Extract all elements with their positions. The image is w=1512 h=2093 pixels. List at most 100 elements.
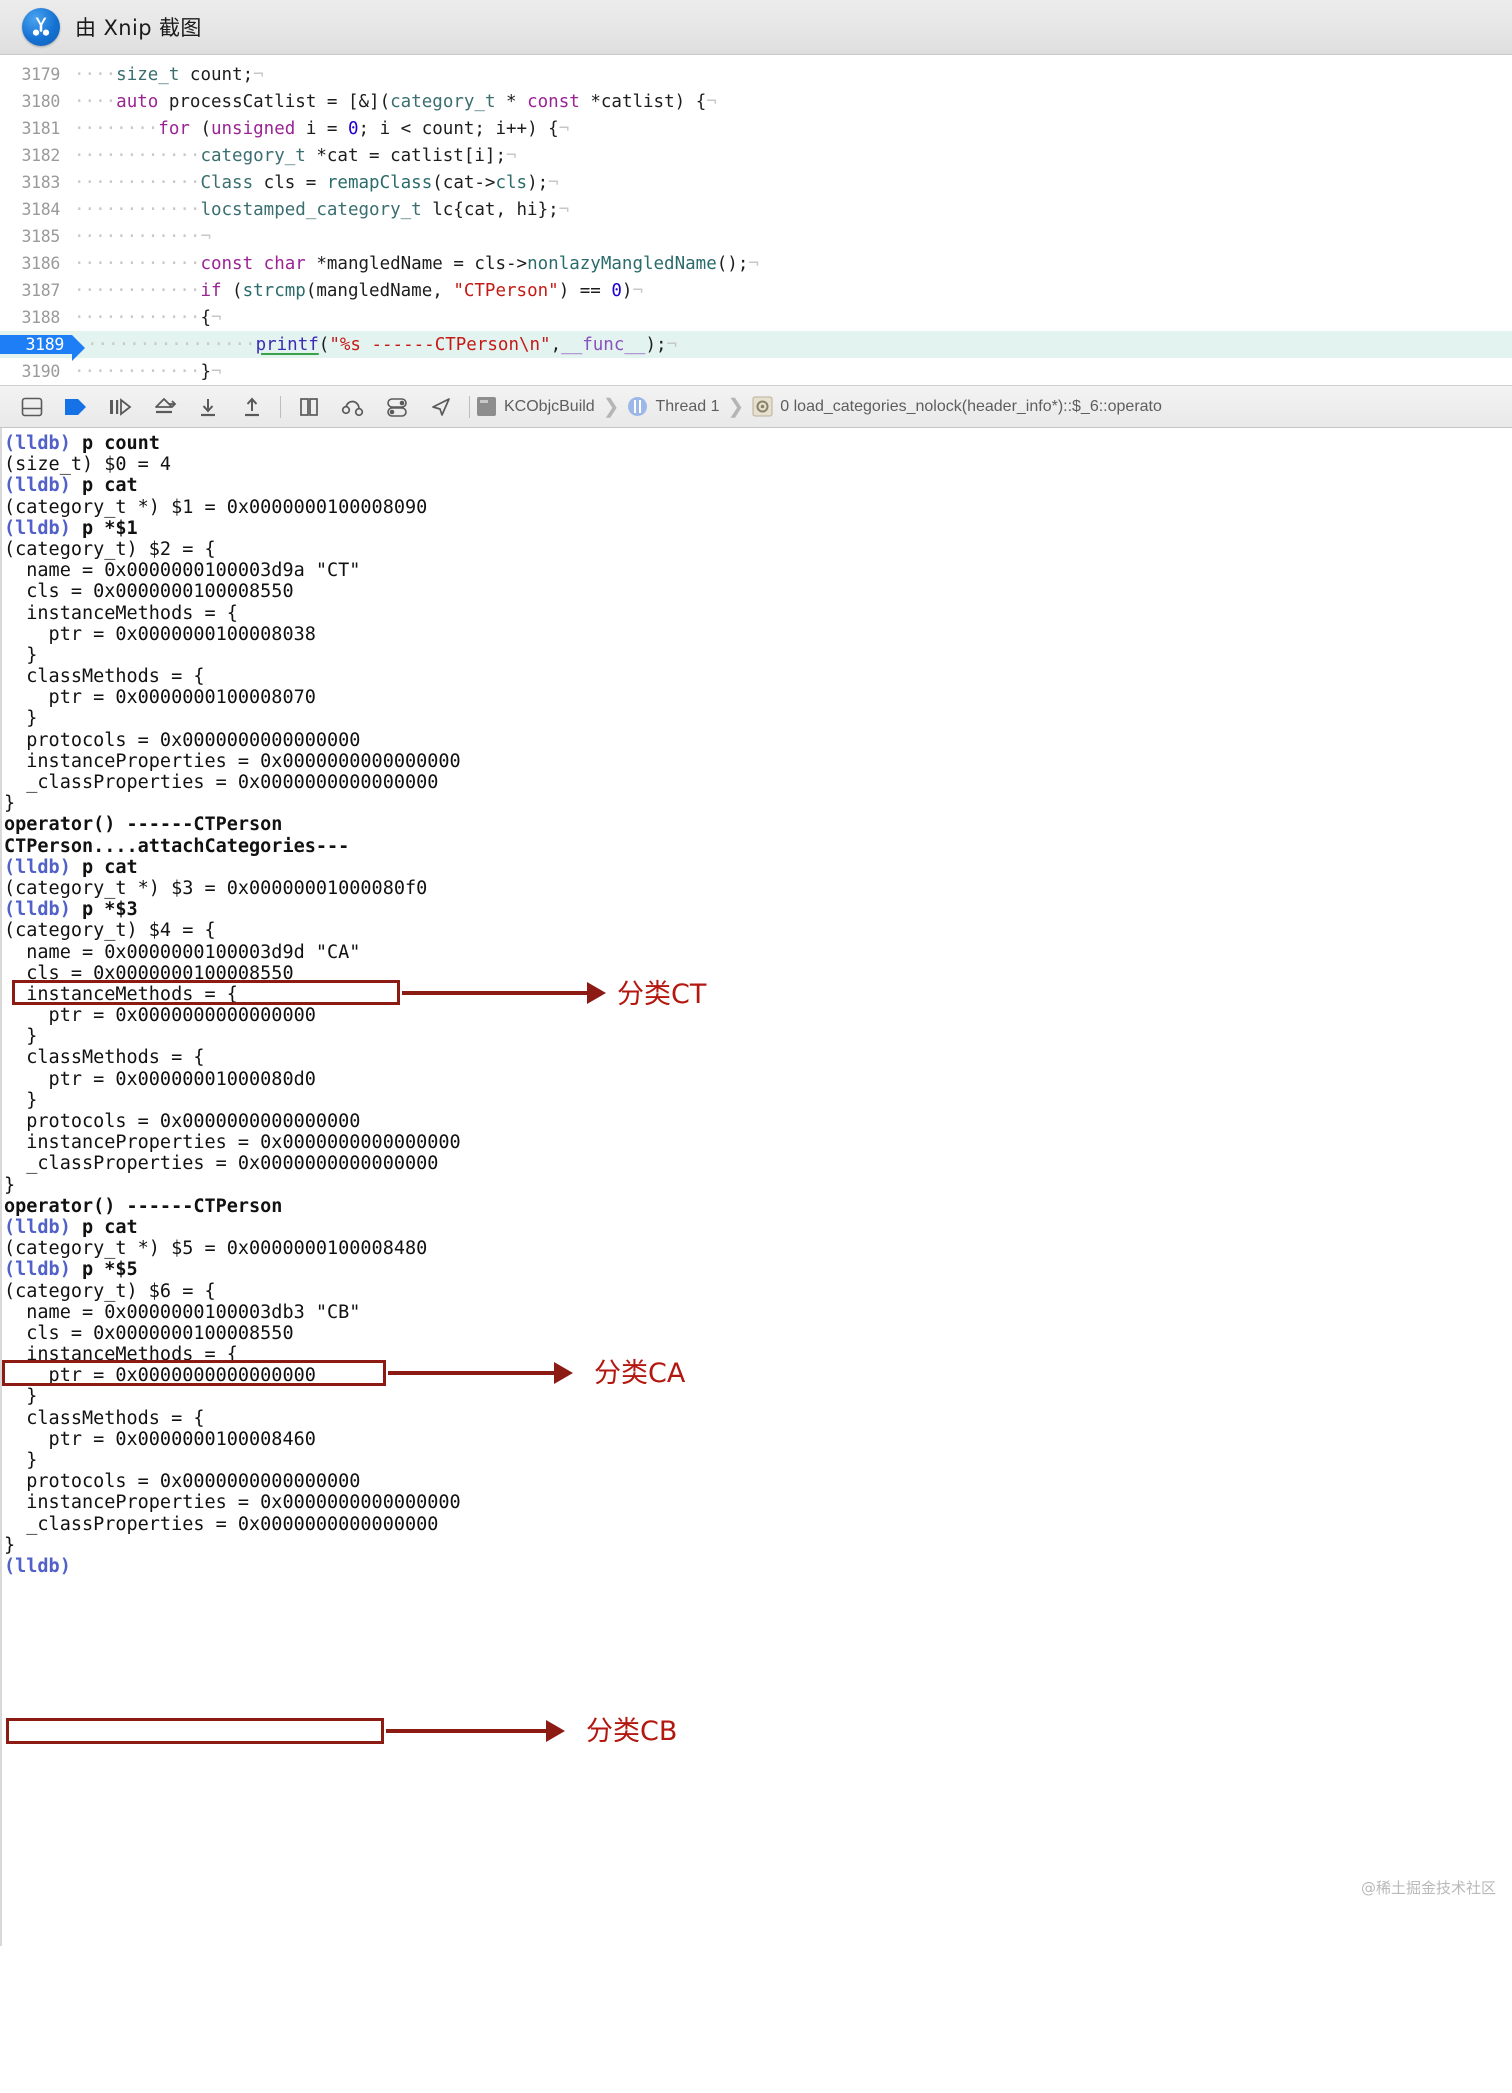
code-line[interactable]: 3190 ············}¬ — [0, 358, 1512, 385]
memory-graph-icon[interactable] — [331, 387, 375, 427]
code-text: ····size_t count;¬ — [74, 64, 264, 85]
debug-breadcrumb[interactable]: KCObjcBuild ❯ Thread 1 ❯ 0 load_categories_n… — [476, 394, 1169, 419]
watermark: @稀土掘金技术社区 — [1360, 1879, 1496, 1897]
step-into-icon[interactable] — [142, 387, 186, 427]
lldb-command: p *$3 — [70, 899, 138, 921]
code-text: ············}¬ — [74, 361, 222, 382]
toggle-switch-icon[interactable] — [375, 387, 419, 427]
code-line[interactable]: 3188············{¬ — [0, 304, 1512, 331]
code-text: ········for (unsigned i = 0; i < count; … — [74, 118, 570, 139]
breadcrumb-label[interactable]: KCObjcBuild — [504, 397, 595, 415]
console-output-line: protocols = 0x0000000000000000 — [4, 729, 361, 751]
console-output-line: ptr = 0x00000001000080d0 — [4, 1068, 316, 1090]
line-number[interactable]: 3185 — [21, 227, 60, 246]
view-hierarchy-icon[interactable] — [287, 387, 331, 427]
console-output-line: (category_t) $2 = { — [4, 538, 216, 560]
lldb-prompt: (lldb) — [4, 899, 71, 921]
lldb-prompt: (lldb) — [4, 475, 71, 497]
step-over-icon[interactable] — [98, 387, 142, 427]
console-output-line: name = 0x0000000100003d9d "CA" — [4, 941, 361, 963]
annotation-label: 分类CB — [586, 1716, 678, 1747]
console-output-line: (category_t *) $3 = 0x00000001000080f0 — [4, 877, 428, 899]
arrow-down-to-bar-icon[interactable] — [186, 387, 230, 427]
breadcrumb-label[interactable]: Thread 1 — [655, 397, 720, 415]
console-output-line: } — [4, 1174, 16, 1196]
console-output-line: CTPerson....attachCategories--- — [4, 835, 350, 857]
line-number[interactable]: 3184 — [21, 200, 60, 219]
lldb-prompt: (lldb) — [4, 1216, 71, 1238]
code-line[interactable]: 3186············const char *mangledName … — [0, 250, 1512, 277]
console-output-line: (category_t *) $1 = 0x0000000100008090 — [4, 496, 428, 518]
line-number[interactable]: 3187 — [21, 281, 60, 300]
console-output-line: operator() ------CTPerson — [4, 1195, 283, 1217]
code-editor[interactable]: 3179 ····size_t count;¬ 3180····auto proce… — [0, 55, 1512, 385]
console-output-line: protocols = 0x0000000000000000 — [4, 1471, 361, 1493]
lldb-prompt: (lldb) — [4, 1259, 71, 1281]
xnip-app-label: 由 Xnip 截图 — [75, 16, 202, 40]
code-text: ················printf("%s ------CTPerso… — [87, 334, 678, 355]
console-output-line: operator() ------CTPerson — [4, 814, 283, 836]
console-output-line: instanceMethods = { — [4, 602, 238, 624]
console-output-line: classMethods = { — [4, 1407, 205, 1429]
console-output-line: (category_t) $4 = { — [4, 920, 216, 942]
code-line-current[interactable]: 3189················printf("%s ------CTP… — [0, 331, 1512, 361]
lldb-command: p *$5 — [70, 1259, 138, 1281]
console-output-line: cls = 0x0000000100008550 — [4, 962, 294, 984]
annotation-arrow-line — [386, 1729, 546, 1733]
stack-frame-icon — [752, 396, 773, 417]
code-line[interactable]: 3179 ····size_t count;¬ — [0, 61, 1512, 88]
line-number[interactable]: 3186 — [21, 254, 60, 273]
console-output-line: instanceProperties = 0x0000000000000000 — [4, 750, 461, 772]
code-line[interactable]: 3184 ············locstamped_category_t lc… — [0, 196, 1512, 223]
code-line[interactable]: 3183 ············Class cls = remapClass(c… — [0, 169, 1512, 196]
annotation-arrow-head-icon — [587, 982, 606, 1004]
annotation-highlight-box — [6, 1718, 384, 1744]
breadcrumb-chevron-icon: ❯ — [727, 396, 745, 418]
console-output-line: (category_t) $6 = { — [4, 1280, 216, 1302]
code-text: ············locstamped_category_t lc{cat… — [74, 199, 570, 220]
line-number[interactable]: 3188 — [21, 308, 60, 327]
lldb-prompt: (lldb) — [4, 433, 71, 454]
code-text: ············if (strcmp(mangledName, "CTP… — [74, 280, 644, 301]
code-line[interactable]: 3180····auto processCatlist = [&](catego… — [0, 88, 1512, 115]
breadcrumb-chevron-icon: ❯ — [602, 396, 620, 418]
debug-toolbar: KCObjcBuild ❯ Thread 1 ❯ 0 load_categories_n… — [0, 385, 1512, 428]
console-output-line: instanceProperties = 0x0000000000000000 — [4, 1132, 461, 1154]
code-text: ············Class cls = remapClass(cat->… — [74, 172, 559, 193]
process-icon — [476, 396, 497, 417]
toolbar-divider-2 — [469, 395, 470, 418]
console-output-line: ptr = 0x0000000100008038 — [4, 623, 316, 645]
xnip-scissors-icon — [22, 8, 60, 46]
console-output-line: _classProperties = 0x0000000000000000 — [4, 1513, 439, 1535]
console-command-line: (lldb) p cat — [2, 1217, 1512, 1238]
xnip-title-bar: 由 Xnip 截图 — [0, 0, 1512, 55]
code-line[interactable]: 3185 ············¬ — [0, 223, 1512, 250]
line-number[interactable]: 3179 — [21, 65, 60, 84]
line-number[interactable]: 3182 — [21, 146, 60, 165]
console-output-line: name = 0x0000000100003d9a "CT" — [4, 560, 361, 582]
lldb-console[interactable]: (lldb) p count(size_t) $0 = 4 (lldb) p ca… — [0, 428, 1512, 1946]
console-output-line: instanceProperties = 0x0000000000000000 — [4, 1492, 461, 1514]
console-command-line: (lldb) p *$1 — [2, 518, 1512, 539]
code-line[interactable]: 3181 ········for (unsigned i = 0; i < cou… — [0, 115, 1512, 142]
console-output-line: instanceMethods = { — [4, 1344, 238, 1366]
console-output-line: ptr = 0x0000000000000000 — [4, 1365, 316, 1387]
arrow-up-from-bar-icon[interactable] — [230, 387, 274, 427]
breadcrumb-label[interactable]: 0 load_categories_nolock(header_info*)::… — [780, 397, 1162, 415]
console-output-line: (size_t) $0 = 4 — [4, 454, 172, 476]
line-number[interactable]: 3181 — [21, 119, 60, 138]
panel-bottom-icon[interactable] — [10, 387, 54, 427]
location-arrow-icon[interactable] — [419, 387, 463, 427]
continue-execution-icon[interactable] — [54, 387, 98, 427]
toolbar-divider — [280, 395, 281, 418]
line-number[interactable]: 3180 — [21, 92, 60, 111]
line-number[interactable]: 3183 — [21, 173, 60, 192]
console-output-line: } — [4, 793, 16, 815]
line-number[interactable]: 3190 — [21, 362, 60, 381]
code-line[interactable]: 3182············category_t *cat = catlis… — [0, 142, 1512, 169]
code-text: ············¬ — [74, 226, 211, 247]
console-output-line: instanceMethods = { — [4, 983, 238, 1005]
line-number[interactable]: 3189 — [0, 335, 85, 361]
code-line[interactable]: 3187 ············if (strcmp(mangledName, … — [0, 277, 1512, 304]
lldb-command: p count — [70, 433, 160, 454]
